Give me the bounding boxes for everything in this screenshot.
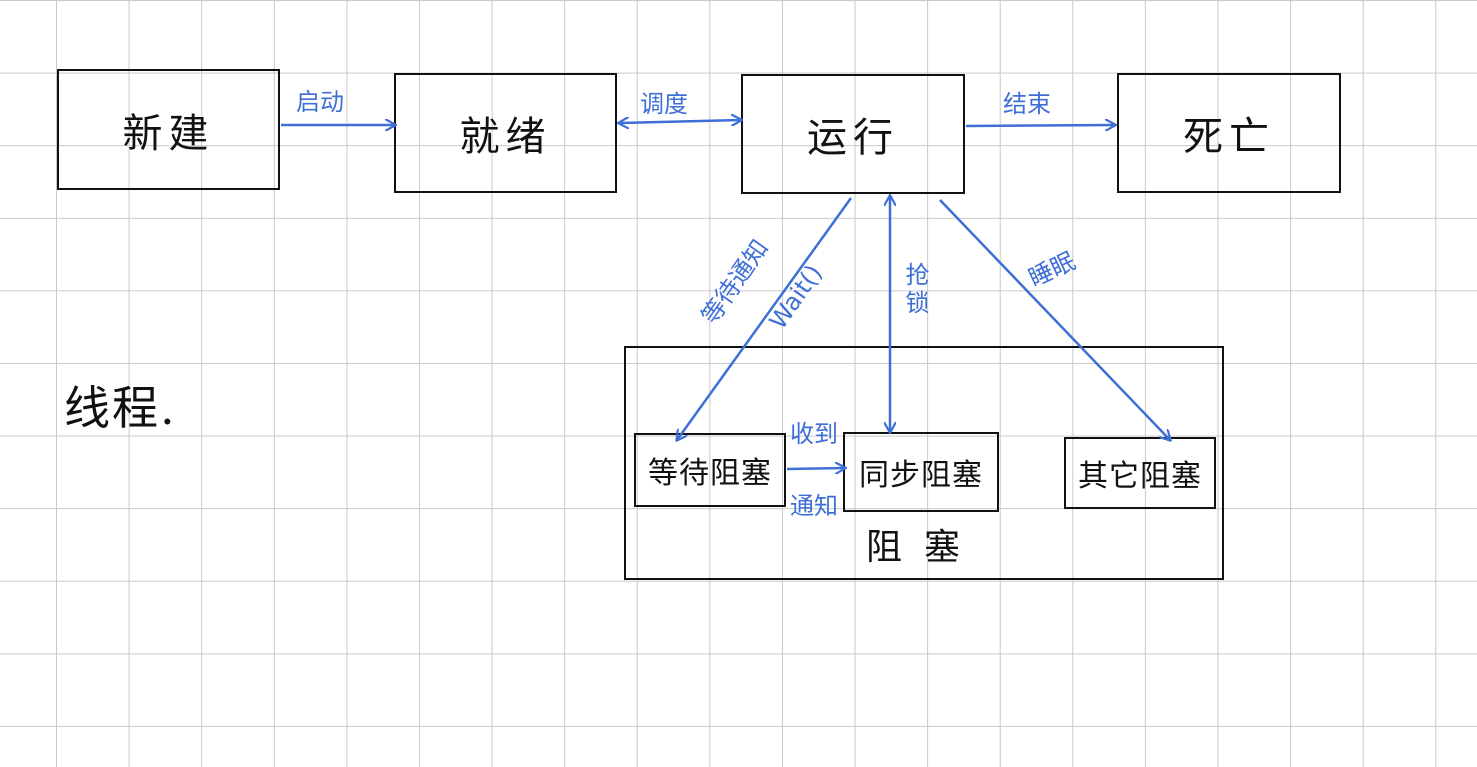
edge-finish-arrow <box>965 125 1115 126</box>
state-ready-box: 就绪 <box>394 73 617 193</box>
edge-schedule-arrow <box>619 120 741 123</box>
sync-blocked-label: 同步阻塞 <box>859 458 983 493</box>
edge-grablock-label: 抢锁 <box>901 262 929 318</box>
blocked-group: 阻塞 <box>624 346 1224 580</box>
edge-sleep-arrow <box>939 199 1170 440</box>
edge-schedule-label: 调度 <box>640 90 688 118</box>
edge-notify-arrow <box>786 468 845 469</box>
edge-wait-arrow <box>677 197 853 440</box>
other-blocked-label: 其它阻塞 <box>1078 459 1202 494</box>
edge-start-label: 启动 <box>296 88 344 116</box>
other-blocked-box: 其它阻塞 <box>1064 437 1216 509</box>
state-new-label: 新建 <box>122 110 215 157</box>
waiting-blocked-box: 等待阻塞 <box>634 433 786 507</box>
edge-notify-label: 通知 <box>790 492 838 520</box>
blocked-group-label: 阻塞 <box>865 527 982 568</box>
state-running-label: 运行 <box>807 115 899 161</box>
state-dead-box: 死亡 <box>1117 73 1341 193</box>
state-dead-label: 死亡 <box>1183 114 1275 160</box>
state-new-box: 新建 <box>57 69 280 190</box>
page-title: 线程. <box>64 381 177 435</box>
state-ready-label: 就绪 <box>459 114 552 160</box>
waiting-blocked-label: 等待阻塞 <box>648 456 772 491</box>
state-running-box: 运行 <box>741 74 965 194</box>
edge-finish-label: 结束 <box>1003 90 1051 118</box>
edge-received-label: 收到 <box>790 420 838 448</box>
